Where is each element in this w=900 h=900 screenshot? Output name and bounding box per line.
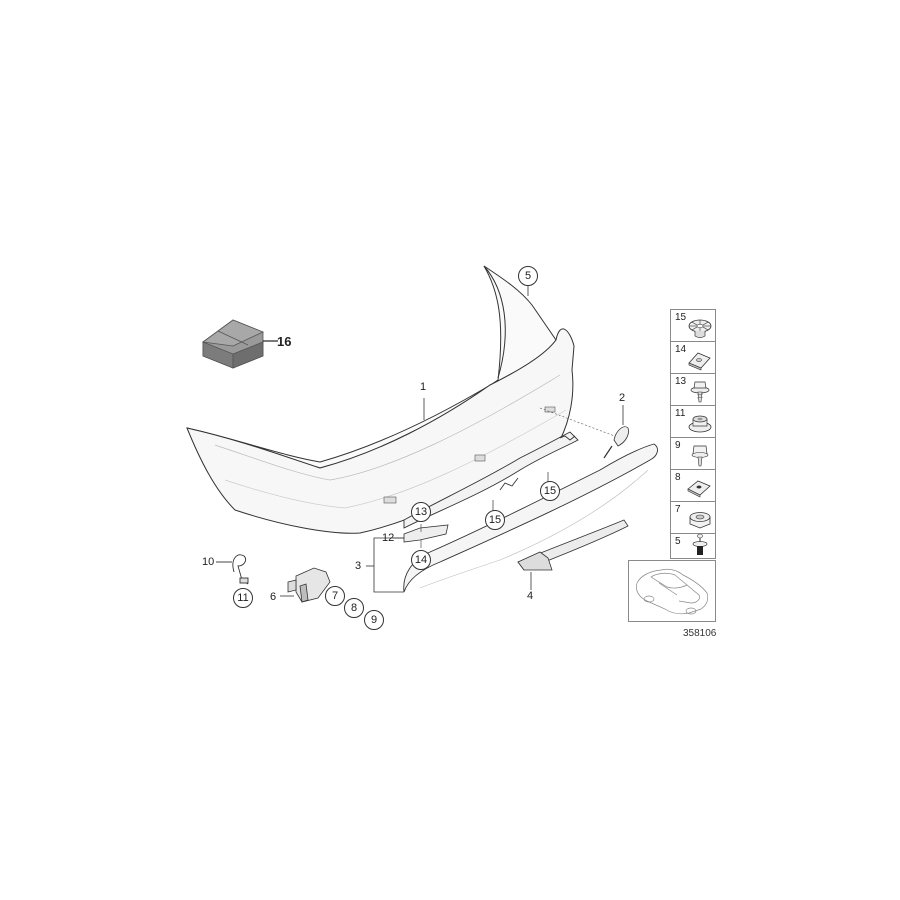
legend-item-14: 14 — [671, 342, 715, 374]
callout-6: 6 — [270, 591, 277, 603]
callout-1: 1 — [420, 381, 427, 393]
legend-item-15: 15 — [671, 310, 715, 342]
callout-15-b: 15 — [540, 481, 560, 501]
legend-number: 13 — [675, 376, 687, 387]
callout-13: 13 — [411, 502, 431, 522]
vehicle-thumbnail — [628, 560, 716, 622]
callout-5: 5 — [518, 266, 538, 286]
bracket-plate-part — [403, 524, 449, 548]
hook-bracket-part — [216, 554, 249, 585]
callout-11: 11 — [233, 588, 253, 608]
callout-8: 8 — [344, 598, 364, 618]
hex-screw-icon — [691, 445, 709, 467]
spring-nut-icon — [687, 480, 711, 498]
push-rivet-icon — [692, 533, 708, 555]
legend-item-11: 11 — [671, 406, 715, 438]
tow-hook-cover-part — [603, 405, 629, 459]
callout-16: 16 — [277, 334, 292, 349]
legend-number: 8 — [675, 472, 681, 483]
document-number: 358106 — [683, 628, 717, 639]
callout-3: 3 — [355, 560, 362, 572]
legend-number: 11 — [675, 408, 686, 419]
callout-bracket-3 — [366, 537, 404, 593]
legend-number: 15 — [675, 312, 687, 323]
legend-number: 5 — [675, 536, 681, 547]
car-sedan-icon — [636, 568, 709, 615]
callout-14: 14 — [411, 550, 431, 570]
legend-item-13: 13 — [671, 374, 715, 406]
legend-number: 7 — [675, 504, 681, 515]
hex-nut-icon — [689, 512, 711, 529]
callout-9: 9 — [364, 610, 384, 630]
legend-item-5: 5 — [671, 533, 715, 558]
callout-4: 4 — [527, 590, 534, 602]
trim-strip-part — [517, 519, 629, 590]
fastener-legend: 15 14 13 11 — [670, 309, 716, 559]
legend-number: 9 — [675, 440, 681, 451]
bumper-carrier-part — [403, 431, 579, 529]
callout-2: 2 — [619, 392, 626, 404]
legend-number: 14 — [675, 344, 687, 355]
callout-15-a: 15 — [485, 510, 505, 530]
callout-12: 12 — [382, 532, 395, 544]
legend-item-9: 9 — [671, 438, 715, 470]
repair-kit-box-icon — [201, 319, 278, 369]
bumper-cover-part — [186, 265, 575, 534]
collar-nut-icon — [688, 415, 712, 433]
legend-item-7: 7 — [671, 502, 715, 534]
clip-nut-icon — [688, 352, 711, 371]
expanding-rivet-icon — [688, 319, 712, 338]
collar-screw-icon — [690, 381, 710, 403]
legend-item-8: 8 — [671, 470, 715, 502]
callout-7: 7 — [325, 586, 345, 606]
callout-10: 10 — [202, 556, 215, 568]
lower-diffuser-part — [403, 443, 658, 593]
bumper-holder-part — [280, 567, 331, 603]
